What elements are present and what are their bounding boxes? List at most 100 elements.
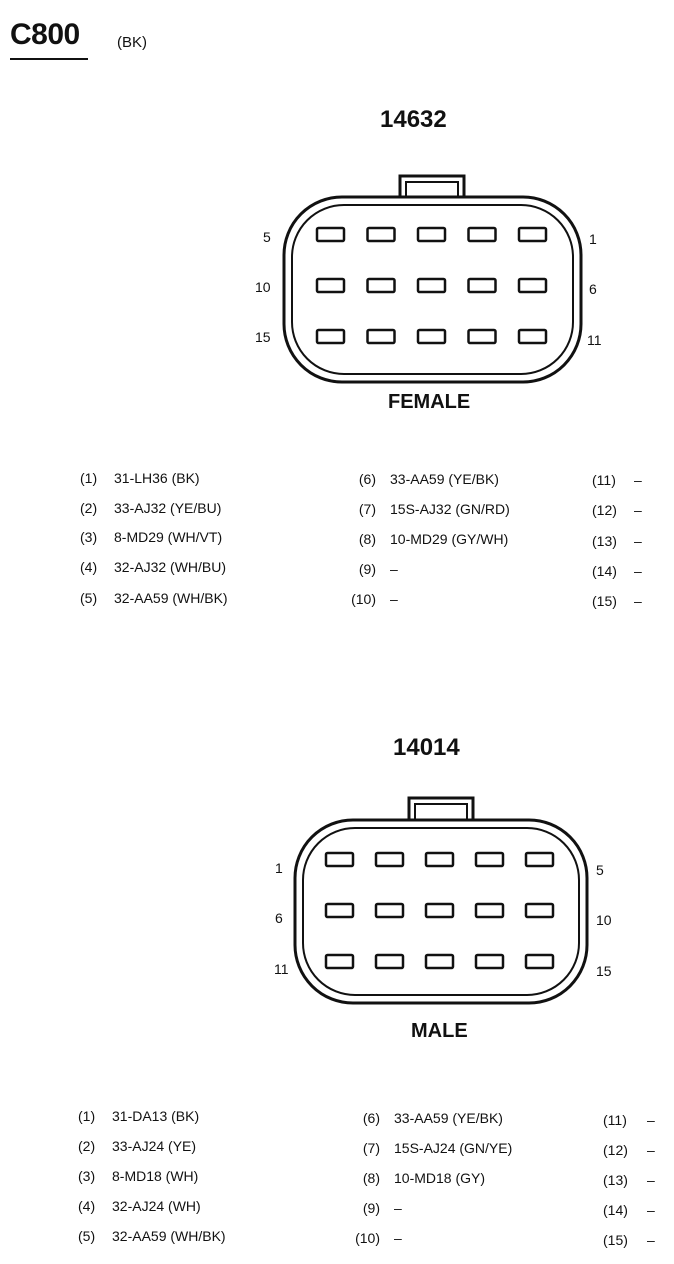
female-pin-row: (13)– <box>592 533 642 549</box>
pin-circuit: – <box>647 1232 655 1248</box>
female-pin-cavity <box>315 277 346 294</box>
pin-number: (11) <box>603 1112 627 1128</box>
male-pin-cavity <box>324 953 355 970</box>
pin-circuit: – <box>634 502 642 518</box>
female-pin-row: (5)32-AA59 (WH/BK) <box>80 590 228 606</box>
male-pin-row: (9)– <box>334 1200 402 1216</box>
pin-number: (3) <box>78 1168 96 1184</box>
female-pin-row: (1) 31-LH36 (BK) <box>80 470 200 486</box>
male-pin-row: (11) – <box>603 1112 655 1128</box>
male-pin-grid <box>324 851 555 970</box>
male-pin-label-top-left: 1 <box>275 860 283 876</box>
pin-number: (14) <box>592 563 617 579</box>
connector-title: C800 <box>10 18 80 51</box>
male-pin-cavity <box>374 902 405 919</box>
pin-number: (9) <box>362 1200 380 1216</box>
pin-circuit: – <box>394 1230 402 1246</box>
male-pin-row: (6) 33-AA59 (YE/BK) <box>334 1110 503 1126</box>
pin-number: (14) <box>603 1202 628 1218</box>
male-pin-label-top-right: 5 <box>596 862 604 878</box>
pin-number: (6) <box>362 1110 380 1126</box>
male-outer-shell <box>407 796 475 820</box>
pin-number: (1) <box>80 470 98 486</box>
pin-circuit: 10-MD18 (GY) <box>394 1170 486 1186</box>
male-gender-label: MALE <box>411 1020 468 1042</box>
pin-circuit: – <box>390 561 398 577</box>
pin-circuit: – <box>634 472 642 488</box>
female-pin-cavity <box>366 328 396 345</box>
female-gender-label: FEMALE <box>388 391 471 413</box>
female-connector-body <box>282 174 583 384</box>
female-pin-cavity <box>517 328 548 345</box>
connector-color-code: (BK) <box>117 34 147 51</box>
female-pin-row: (10)– <box>330 591 398 607</box>
female-pin-row: (14) – <box>592 563 642 579</box>
female-pin-label-top-right: 1 <box>589 231 597 247</box>
male-pin-cavity <box>524 851 555 868</box>
female-latch-inner <box>405 181 459 197</box>
female-pin-cavity <box>366 226 396 243</box>
pin-number: (7) <box>362 1140 380 1156</box>
female-pin-row: (15)– <box>592 593 642 609</box>
pin-circuit: 33-AJ24 (YE) <box>112 1138 197 1154</box>
male-inner-housing <box>302 827 580 996</box>
pin-circuit: – <box>634 563 642 579</box>
male-pin-cavity <box>374 851 405 868</box>
pin-circuit: 31-LH36 (BK) <box>114 470 200 486</box>
male-pin-row: (14) – <box>603 1202 655 1218</box>
male-outer-housing <box>293 818 589 1005</box>
pin-number: (2) <box>78 1138 96 1154</box>
pin-number: (15) <box>592 593 617 609</box>
pin-number: (4) <box>80 559 98 575</box>
pin-circuit: – <box>647 1142 655 1158</box>
male-pin-cavity <box>424 902 455 919</box>
female-pin-label-mid-right: 6 <box>589 281 597 297</box>
male-pin-row: (1)31-DA13 (BK) <box>78 1108 199 1124</box>
female-pin-cavity <box>467 226 497 243</box>
pin-circuit: – <box>647 1202 655 1218</box>
male-pin-row: (13)– <box>603 1172 655 1188</box>
pin-number: (4) <box>78 1198 96 1214</box>
pin-circuit: 31-DA13 (BK) <box>112 1108 200 1124</box>
female-part-number: 14632 <box>380 106 447 133</box>
pin-number: (7) <box>358 501 376 517</box>
female-pin-cavity <box>517 226 548 243</box>
pin-circuit: 33-AA59 (YE/BK) <box>390 471 499 487</box>
pin-number: (15) <box>603 1232 628 1248</box>
male-pin-cavity <box>374 953 405 970</box>
pin-circuit: 15S-AJ32 (GN/RD) <box>390 501 510 517</box>
female-pin-label-mid-left: 10 <box>255 279 271 295</box>
male-pin-label-bottom-right: 15 <box>596 963 612 979</box>
female-pin-grid <box>315 226 548 345</box>
female-pin-row: (9)– <box>330 561 398 577</box>
female-pin-cavity <box>315 328 346 345</box>
female-pin-cavity <box>467 277 497 294</box>
pin-number: (5) <box>78 1228 96 1244</box>
female-pin-cavity <box>315 226 346 243</box>
male-pin-label-mid-left: 6 <box>275 910 283 926</box>
female-pin-row: (6)33-AA59 (YE/BK) <box>330 471 499 487</box>
pin-number: (12) <box>592 502 617 518</box>
pin-number: (8) <box>362 1170 380 1186</box>
pin-number: (9) <box>358 561 376 577</box>
pin-number: (8) <box>358 531 376 547</box>
female-pin-label-bottom-right: 11 <box>587 332 602 348</box>
female-pin-cavity <box>467 328 497 345</box>
male-pin-row: (8) 10-MD18 (GY) <box>334 1170 485 1186</box>
male-pin-label-mid-right: 10 <box>596 912 612 928</box>
male-pin-cavity <box>324 851 355 868</box>
male-pin-cavity <box>524 902 555 919</box>
pin-circuit: – <box>647 1112 655 1128</box>
female-pin-cavity <box>416 328 447 345</box>
female-outer-shell <box>398 174 466 197</box>
pin-number: (3) <box>80 529 98 545</box>
female-pin-row: (7) 15S-AJ32 (GN/RD) <box>330 501 510 517</box>
male-latch-inner <box>414 803 468 820</box>
pin-number: (13) <box>603 1172 628 1188</box>
pin-circuit: 32-AA59 (WH/BK) <box>112 1228 226 1244</box>
pin-number: (13) <box>592 533 617 549</box>
male-connector-body <box>293 796 589 1005</box>
female-pin-cavity <box>366 277 396 294</box>
pin-circuit: 33-AA59 (YE/BK) <box>394 1110 503 1126</box>
pin-circuit: 33-AJ32 (YE/BU) <box>114 500 222 516</box>
